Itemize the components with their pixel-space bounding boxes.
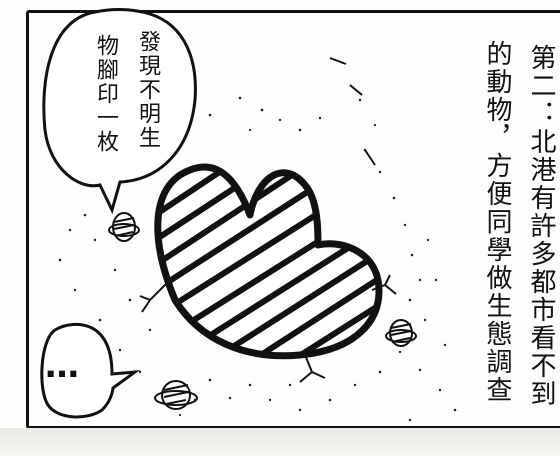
small-speech-bubble	[40, 322, 141, 419]
small-rock-icon	[385, 319, 417, 347]
motion-marks	[329, 57, 376, 166]
small-rock-icon	[108, 212, 140, 242]
scan-edge	[0, 428, 560, 456]
panel-border	[26, 10, 560, 429]
narration-line-1: 第二：北港有許多都市看不到	[526, 44, 556, 408]
footprint-icon	[139, 163, 397, 383]
ellipsis-text: …	[42, 346, 82, 386]
narration-line-2: 的動物，方便同學做生態調查	[482, 40, 512, 404]
speech-line-2: 物腳印一枚	[93, 34, 118, 154]
small-rock-icon	[154, 380, 198, 410]
speech-bubble	[42, 8, 197, 215]
speech-line-1: 發現不明生	[135, 30, 160, 150]
